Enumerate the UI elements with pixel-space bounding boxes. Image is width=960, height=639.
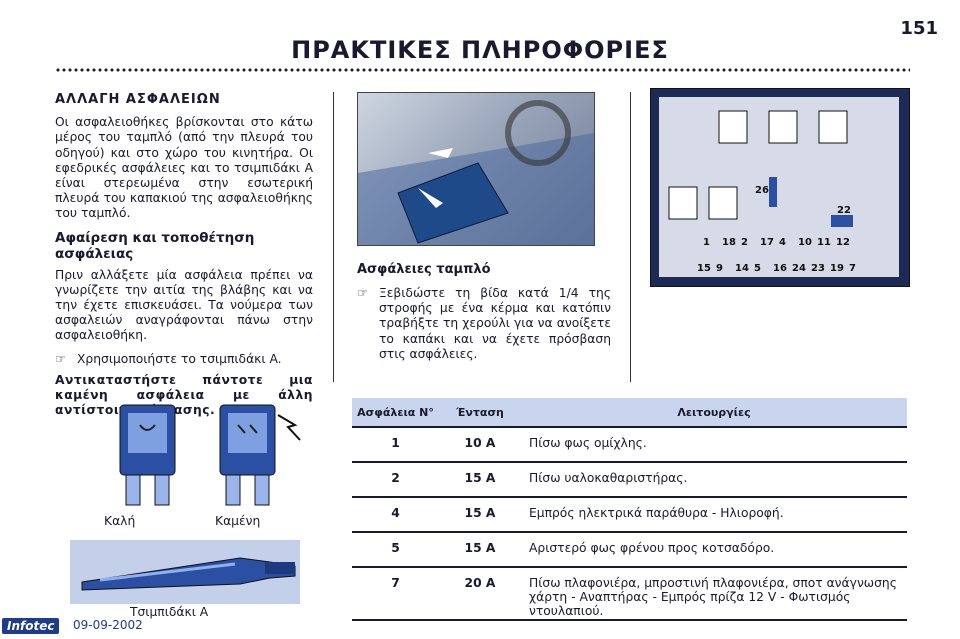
prep-paragraph: Πριν αλλάξετε μία ασφάλεια πρέπει να γνω… — [55, 267, 313, 343]
left-column: ΑΛΛΑΓΗ ΑΣΦΑΛΕΙΩΝ Οι ασφαλειοθήκες βρίσκο… — [55, 92, 313, 418]
good-fuse-image — [119, 404, 176, 506]
fusebox-diagram: 26 22 1 18 2 17 4 10 11 12 15 9 14 5 16 24 23 19 7 — [650, 88, 910, 287]
fuse-slot-label: 4 — [779, 237, 786, 248]
dashboard-bullet-text: Ξεβιδώστε τη βίδα κατά 1/4 της στροφής μ… — [379, 286, 611, 361]
table-row: 1 10 A Πίσω φως ομίχλης. — [352, 427, 907, 463]
page-title: ΠΡΑΚΤΙΚΕΣ ΠΛΗΡΟΦΟΡΙΕΣ — [291, 36, 669, 64]
footer-date: 09-09-2002 — [73, 618, 143, 632]
dashboard-bullet: ☞ Ξεβιδώστε τη βίδα κατά 1/4 της στροφής… — [357, 286, 611, 362]
table-row: 5 15 A Αριστερό φως φρένου προς κοτσαδόρ… — [352, 532, 907, 568]
dashboard-fuses-caption: Ασφάλειες ταμπλό — [357, 262, 491, 277]
fuse-slot-label: 7 — [849, 263, 856, 274]
fuse-top-row: 1 18 2 17 4 10 11 12 — [703, 237, 850, 248]
fuse-slot-label: 5 — [754, 263, 761, 274]
fuse-slot-label: 10 — [798, 237, 812, 248]
pointing-hand-icon: ☞ — [55, 351, 67, 366]
fuse-slot-label: 9 — [716, 263, 723, 274]
table-row: 7 20 A Πίσω πλαφονιέρα, μπροστινή πλαφον… — [352, 567, 907, 621]
dotted-divider — [55, 66, 910, 74]
fuse-label-26: 26 — [755, 185, 769, 196]
fuse-slot-label: 2 — [741, 237, 748, 248]
fuse-illustrations — [119, 404, 301, 506]
column-divider — [333, 92, 334, 382]
fusebox-svg: 26 22 1 18 2 17 4 10 11 12 15 9 14 5 16 24 23 19 7 — [668, 110, 856, 274]
blown-fuse-image — [219, 404, 301, 506]
fuse-slot-label: 23 — [811, 263, 825, 274]
column-divider-right — [630, 92, 631, 382]
intro-paragraph: Οι ασφαλειοθήκες βρίσκονται στο κάτω μέρ… — [55, 115, 313, 221]
tweezer-label: Τσιμπιδάκι A — [130, 605, 209, 619]
page-number: 151 — [900, 18, 938, 39]
section-heading: ΑΛΛΑΓΗ ΑΣΦΑΛΕΙΩΝ — [55, 92, 221, 107]
fuse-slot-label: 15 — [697, 263, 711, 274]
tweezer-bullet-text: Χρησιμοποιήστε το τσιμπιδάκι A. — [77, 351, 282, 366]
header-functions: Λειτουργίες — [521, 398, 907, 428]
table-row: 4 15 A Εμπρός ηλεκτρικά παράθυρα - Ηλιορ… — [352, 497, 907, 533]
table-header-row: Ασφάλεια N° Ένταση Λειτουργίες — [352, 398, 907, 428]
fuse-slot-label: 18 — [722, 237, 736, 248]
table-row: 2 15 A Πίσω υαλοκαθαριστήρας. — [352, 462, 907, 498]
good-fuse-label: Καλή — [104, 514, 136, 528]
fuse-slot-label: 1 — [703, 237, 710, 248]
blown-fuse-label: Καμένη — [215, 514, 261, 528]
tweezer-bullet: ☞ Χρησιμοποιήστε το τσιμπιδάκι A. — [55, 352, 313, 367]
dashboard-instructions: ☞ Ξεβιδώστε τη βίδα κατά 1/4 της στροφής… — [357, 286, 611, 368]
fuse-slot-label: 16 — [773, 263, 787, 274]
fuse-bottom-row: 15 9 14 5 16 24 23 19 7 — [697, 263, 856, 274]
fuse-slot-label: 14 — [735, 263, 749, 274]
dashboard-fuse-photo — [357, 92, 595, 246]
fuse-table: Ασφάλεια N° Ένταση Λειτουργίες 1 10 A Πί… — [352, 398, 907, 621]
tweezer-image — [70, 540, 300, 604]
fuse-slot-label: 24 — [792, 263, 806, 274]
header-fuse-number: Ασφάλεια N° — [352, 398, 439, 428]
fuse-slot-label: 19 — [830, 263, 844, 274]
fuse-slot-label: 17 — [760, 237, 774, 248]
sub-heading: Αφαίρεση και τοποθέτηση ασφάλειας — [55, 229, 255, 262]
fuse-label-22: 22 — [837, 205, 851, 216]
header-amperage: Ένταση — [439, 398, 521, 428]
pointing-hand-icon: ☞ — [357, 286, 369, 300]
infotec-logo: Infotec — [2, 618, 60, 634]
fuse-slot-label: 11 — [817, 237, 831, 248]
fuse-slot-label: 12 — [836, 237, 850, 248]
